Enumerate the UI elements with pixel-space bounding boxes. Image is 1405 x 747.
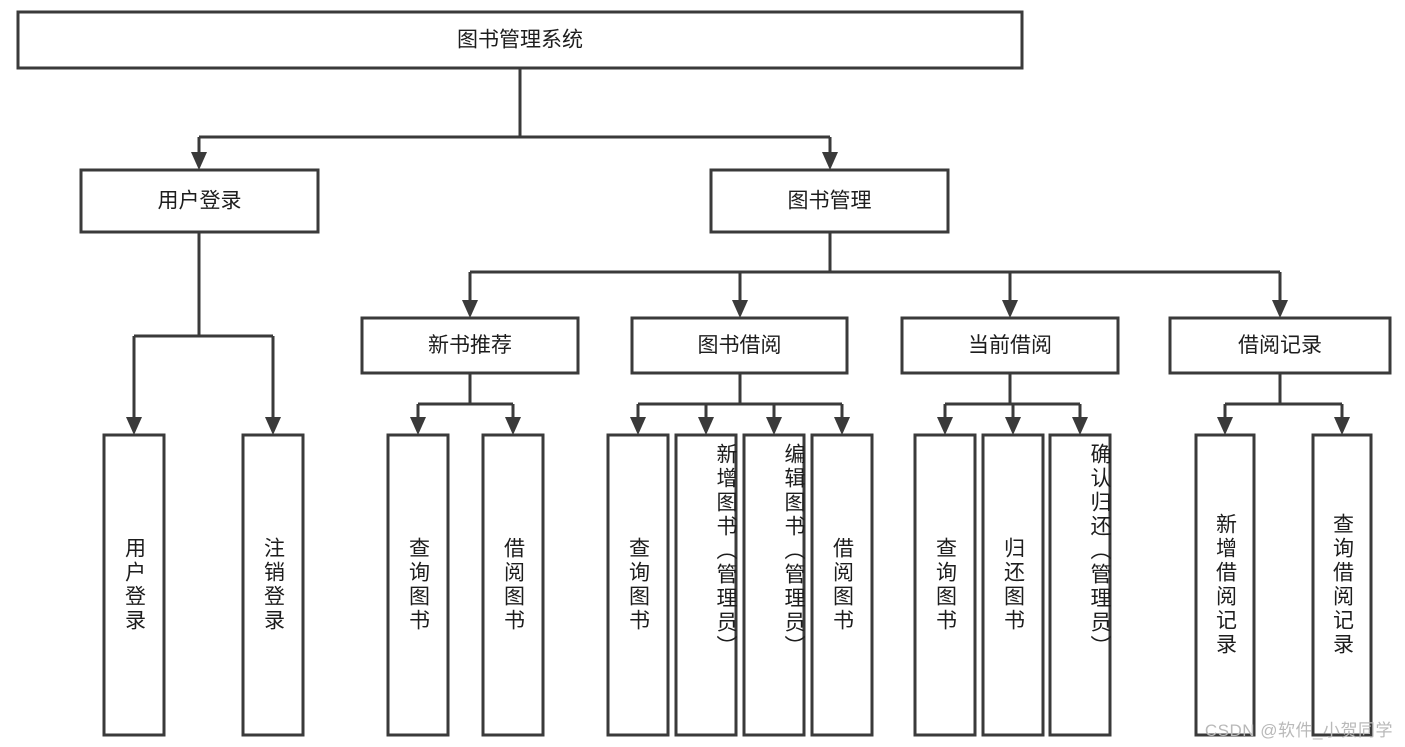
leaf-node-leaf-br-add-record[interactable] [1194, 433, 1256, 737]
arrow-head-icon [1334, 417, 1350, 435]
level3-node-new-book-rec[interactable]: 新书推荐 [360, 316, 580, 375]
arrow-head-icon [937, 417, 953, 435]
leaf-node-leaf-cb-return-book[interactable] [981, 433, 1045, 737]
leaf-node-leaf-bb-query-book[interactable] [606, 433, 670, 737]
arrow-head-icon [1217, 417, 1233, 435]
arrow-head-icon [732, 300, 748, 318]
arrow-head-icon [698, 417, 714, 435]
leaf-node-leaf-cb-query-book[interactable] [913, 433, 977, 737]
node-box[interactable] [241, 433, 305, 737]
node-box[interactable] [1194, 433, 1256, 737]
level3-node-book-borrow[interactable]: 图书借阅 [630, 316, 849, 375]
node-box[interactable] [360, 316, 580, 375]
leaf-node-leaf-bb-edit-book[interactable] [742, 433, 806, 737]
connector-edge-bookborrow-to-leaves [636, 373, 844, 418]
node-box[interactable] [900, 316, 1120, 375]
node-box[interactable] [709, 168, 950, 234]
node-label: 借阅记录 [1238, 334, 1322, 357]
connector-edge-userlogin-to-leaves [132, 232, 275, 418]
node-label: 新书推荐 [428, 334, 512, 357]
level3-node-borrow-record[interactable]: 借阅记录 [1168, 316, 1392, 375]
watermark-text: CSDN @软件_小贺同学 [1204, 721, 1393, 740]
node-box[interactable] [1168, 316, 1392, 375]
leaf-node-leaf-rec-borrow-book[interactable] [481, 433, 545, 737]
leaf-node-leaf-bb-borrow-book[interactable] [810, 433, 874, 737]
edges-layer [126, 68, 1350, 435]
node-box[interactable] [386, 433, 450, 737]
connector-edge-bookmanage-to-level3 [468, 232, 1282, 301]
arrow-head-icon [191, 152, 207, 170]
leaf-node-leaf-user-login[interactable] [102, 433, 166, 737]
arrow-head-icon [505, 417, 521, 435]
node-box[interactable] [16, 10, 1024, 70]
node-box[interactable] [102, 433, 166, 737]
connector-edge-borrowrecord-to-leaves [1223, 373, 1344, 418]
node-box[interactable] [1048, 433, 1112, 737]
connector-edge-currentborrow-to-leaves [943, 373, 1082, 418]
arrow-head-icon [834, 417, 850, 435]
node-box[interactable] [674, 433, 738, 737]
arrow-head-icon [126, 417, 142, 435]
leaf-node-leaf-bb-add-book[interactable] [674, 433, 738, 737]
node-box[interactable] [913, 433, 977, 737]
arrow-head-icon [265, 417, 281, 435]
arrow-head-icon [1002, 300, 1018, 318]
node-label: 用户登录 [158, 190, 242, 213]
level2-node-book-manage[interactable]: 图书管理 [709, 168, 950, 234]
node-box[interactable] [630, 316, 849, 375]
root-node-root[interactable]: 图书管理系统 [16, 10, 1024, 70]
node-label: 图书管理 [788, 190, 872, 213]
level3-node-current-borrow[interactable]: 当前借阅 [900, 316, 1120, 375]
arrow-head-icon [1272, 300, 1288, 318]
arrow-head-icon [630, 417, 646, 435]
leaf-node-leaf-logout[interactable] [241, 433, 305, 737]
node-box[interactable] [481, 433, 545, 737]
arrow-head-icon [410, 417, 426, 435]
leaf-node-leaf-rec-query-book[interactable] [386, 433, 450, 737]
arrow-head-icon [766, 417, 782, 435]
leaf-node-leaf-cb-confirm-return[interactable] [1048, 433, 1112, 737]
node-label: 当前借阅 [968, 334, 1052, 357]
node-label: 图书管理系统 [457, 29, 583, 52]
node-label: 图书借阅 [698, 334, 782, 357]
node-box[interactable] [79, 168, 320, 234]
leaf-node-leaf-br-query-record[interactable] [1311, 433, 1373, 737]
arrow-head-icon [1005, 417, 1021, 435]
node-box[interactable] [742, 433, 806, 737]
node-box[interactable] [810, 433, 874, 737]
node-box[interactable] [1311, 433, 1373, 737]
level2-node-user-login[interactable]: 用户登录 [79, 168, 320, 234]
arrow-head-icon [1072, 417, 1088, 435]
arrow-head-icon [462, 300, 478, 318]
node-box[interactable] [981, 433, 1045, 737]
connector-edge-newbookrec-to-leaves [416, 373, 515, 418]
connector-edge-root-to-level2 [197, 68, 832, 153]
arrow-head-icon [822, 152, 838, 170]
node-box[interactable] [606, 433, 670, 737]
